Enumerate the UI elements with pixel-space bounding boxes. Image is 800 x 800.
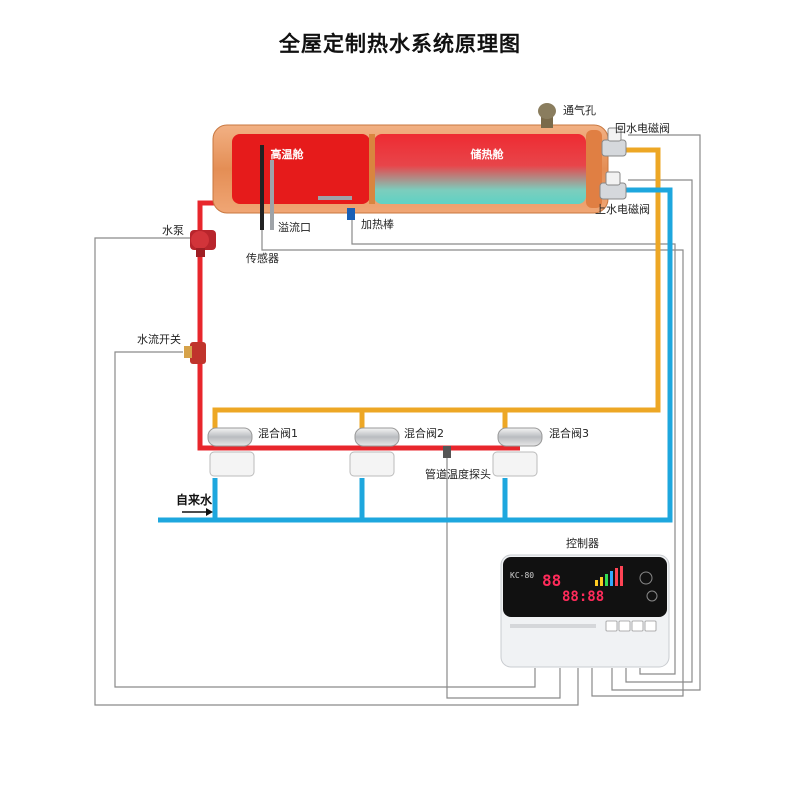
warm-pipe-return xyxy=(212,147,661,430)
tap-water-label: 自来水 xyxy=(176,492,213,507)
lcd-level-bars xyxy=(595,566,623,586)
vent xyxy=(538,103,556,128)
return-valve-label: 回水电磁阀 xyxy=(615,121,670,135)
tank-hot-chamber xyxy=(232,134,370,204)
water-pump xyxy=(190,230,216,257)
overflow-label: 溢流口 xyxy=(278,220,311,234)
cold-water-pipes xyxy=(158,187,673,523)
tank-divider xyxy=(369,134,375,204)
pipe-probe-label: 管道温度探头 xyxy=(425,467,491,481)
sensor-rod xyxy=(260,145,264,230)
wire-sensor xyxy=(261,185,684,697)
diagram-title: 全屋定制热水系统原理图 xyxy=(279,32,521,56)
wire-heater xyxy=(351,215,676,675)
controller-button-4[interactable] xyxy=(644,620,657,632)
tank-storage-chamber xyxy=(374,134,586,204)
wire-supply-valve xyxy=(625,179,693,683)
flow-switch xyxy=(184,342,206,364)
controller-button-2[interactable] xyxy=(618,620,631,632)
flow-switch-label: 水流开关 xyxy=(137,332,181,346)
wire-flow-switch xyxy=(114,351,536,688)
water-tank: 高温舱 储热舱 xyxy=(212,124,609,230)
heater-connector xyxy=(347,208,355,220)
lcd-digits-left: 88 xyxy=(542,571,561,590)
control-wires xyxy=(94,134,701,706)
overflow-pipe xyxy=(270,160,274,230)
pump-label: 水泵 xyxy=(162,224,184,237)
controller-label: 控制器 xyxy=(566,536,599,550)
storage-chamber-label: 储热舱 xyxy=(471,147,505,161)
mixer3-label: 混合阀3 xyxy=(549,426,589,440)
wire-pipe-probe xyxy=(446,458,561,699)
pipe-temperature-probe xyxy=(443,446,451,458)
heater-rod xyxy=(318,196,352,200)
vent-label: 通气孔 xyxy=(563,103,596,117)
controller-decoration xyxy=(639,571,658,602)
hot-pipe-riser xyxy=(197,200,520,451)
wire-return-valve xyxy=(611,134,701,691)
controller-unit: KC-80 88 88:88 xyxy=(500,554,670,668)
mixing-valve-2 xyxy=(349,427,400,477)
sensor-label: 传感器 xyxy=(246,252,279,265)
heater-label: 加热棒 xyxy=(361,217,394,231)
mixing-valve-3 xyxy=(492,427,543,477)
return-solenoid-valve xyxy=(601,127,627,157)
supply-valve-label: 上水电磁阀 xyxy=(595,202,650,216)
controller-button-3[interactable] xyxy=(631,620,644,632)
mixer1-label: 混合阀1 xyxy=(258,426,298,440)
controller-button-1[interactable] xyxy=(605,620,618,632)
tap-water-arrow xyxy=(182,508,213,516)
wire-pump xyxy=(94,237,579,706)
supply-solenoid-valve xyxy=(599,171,627,200)
warm-water-pipes xyxy=(212,147,661,430)
cold-pipe-main xyxy=(158,187,673,523)
lcd-digits-bottom: 88:88 xyxy=(562,589,604,605)
hot-chamber-label: 高温舱 xyxy=(271,147,305,161)
mixer2-label: 混合阀2 xyxy=(404,426,444,440)
mixing-valve-1 xyxy=(207,427,255,477)
controller-model: KC-80 xyxy=(510,571,534,580)
controller-panel xyxy=(503,557,667,617)
